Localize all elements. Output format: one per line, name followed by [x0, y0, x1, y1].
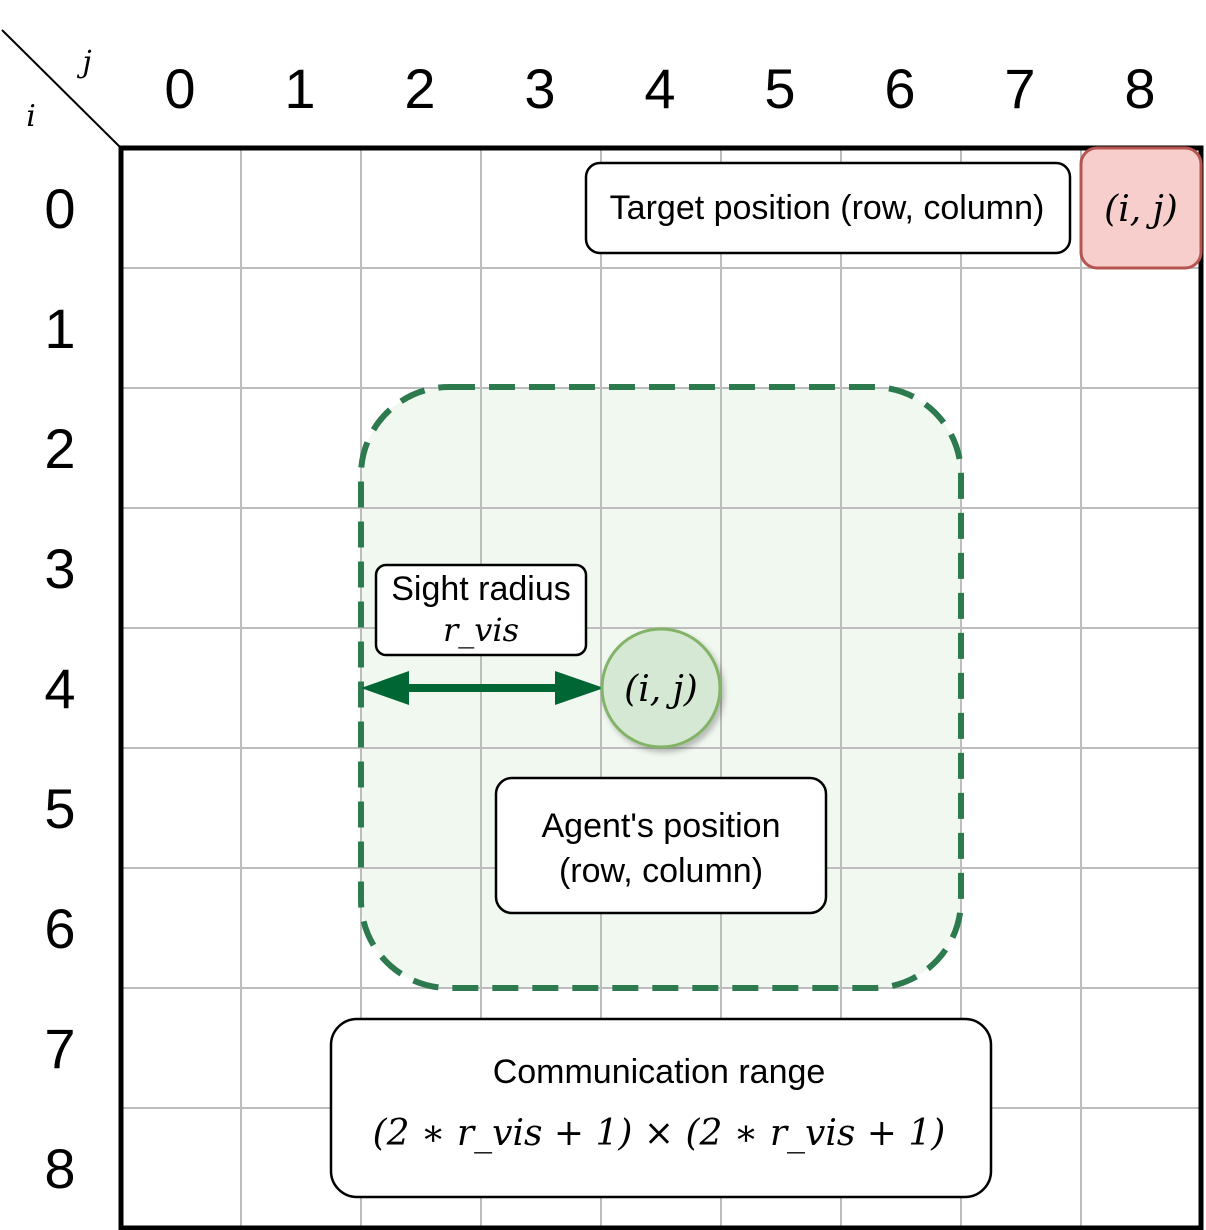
target-label-box	[584, 161, 1072, 255]
agent-marker	[600, 627, 722, 749]
grid-frame	[118, 145, 1204, 1230]
column-header: 6	[884, 57, 915, 120]
sight-label-box	[374, 563, 588, 657]
target-cell	[1079, 146, 1203, 270]
target-label: Target position (row, column)	[610, 189, 1045, 227]
row-header: 3	[44, 537, 75, 600]
row-header: 0	[44, 177, 75, 240]
column-header: 1	[284, 57, 315, 120]
agent-label-line2: (row, column)	[559, 852, 763, 890]
agent-label-box	[494, 776, 828, 915]
sight-title: Sight radius	[391, 570, 571, 608]
row-headers: 0 1 2 3 4 5 6 7 8	[44, 177, 75, 1200]
row-header: 6	[44, 897, 75, 960]
corner-col-var: j	[76, 45, 91, 80]
column-header: 4	[644, 57, 675, 120]
row-header: 1	[44, 297, 75, 360]
row-header: 7	[44, 1017, 75, 1080]
row-header: 5	[44, 777, 75, 840]
column-header: 8	[1124, 57, 1155, 120]
column-header: 2	[404, 57, 435, 120]
column-header: 3	[524, 57, 555, 120]
agent-cell-text: (i, j)	[624, 669, 698, 710]
column-header: 0	[164, 57, 195, 120]
communication-formula: (2 ∗ r_vis + 1) × (2 ∗ r_vis + 1)	[373, 1113, 946, 1154]
target-cell-text: (i, j)	[1104, 189, 1178, 230]
agent-label-line1: Agent's position	[542, 807, 781, 845]
column-headers: 0 1 2 3 4 5 6 7 8	[164, 57, 1155, 120]
column-header: 5	[764, 57, 795, 120]
communication-title: Communication range	[493, 1053, 826, 1091]
row-header: 2	[44, 417, 75, 480]
communication-range-border	[358, 384, 964, 991]
communication-label-box	[329, 1017, 993, 1199]
corner-row-var: i	[26, 99, 36, 134]
corner-diagonal	[1, 29, 122, 149]
sight-symbol: r_vis	[443, 611, 519, 649]
row-header: 8	[44, 1137, 75, 1200]
sight-radius-arrow	[361, 671, 604, 705]
column-header: 7	[1004, 57, 1035, 120]
row-header: 4	[44, 657, 75, 720]
